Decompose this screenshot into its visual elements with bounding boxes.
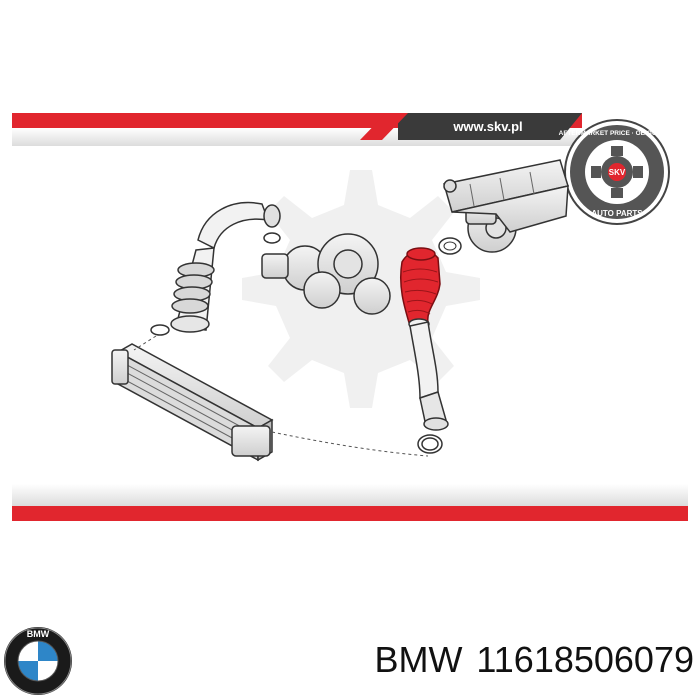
lower-charge-pipe-drawing bbox=[408, 318, 449, 454]
top-banner: www.skv.pl bbox=[12, 113, 582, 146]
seal-center-text: SKV bbox=[609, 168, 626, 177]
product-caption: BMW 11618506079 bbox=[96, 636, 694, 684]
seal-ring-bottom-text: AUTO PARTS bbox=[591, 209, 643, 218]
bmw-logo: BMW bbox=[4, 627, 72, 695]
product-part-number: 11618506079 bbox=[476, 639, 694, 680]
bmw-logo-letters: BMW bbox=[27, 629, 50, 639]
left-turbocharger-drawing bbox=[261, 232, 391, 315]
highlighted-charge-hose bbox=[399, 247, 441, 327]
left-charge-pipe-drawing bbox=[150, 202, 281, 336]
banner-url-plate bbox=[398, 113, 582, 140]
banner-url: www.skv.pl bbox=[452, 119, 522, 134]
engine-manifold-drawing bbox=[443, 159, 569, 233]
intercooler-drawing bbox=[111, 343, 274, 462]
seal-ring-top-text: AFTERMARKET PRICE · OE QUALITY bbox=[559, 130, 676, 137]
product-brand: BMW bbox=[374, 639, 463, 680]
skv-seal-logo: AFTERMARKET PRICE · OE QUALITY AUTO PART… bbox=[559, 119, 676, 225]
bottom-band bbox=[12, 484, 688, 521]
